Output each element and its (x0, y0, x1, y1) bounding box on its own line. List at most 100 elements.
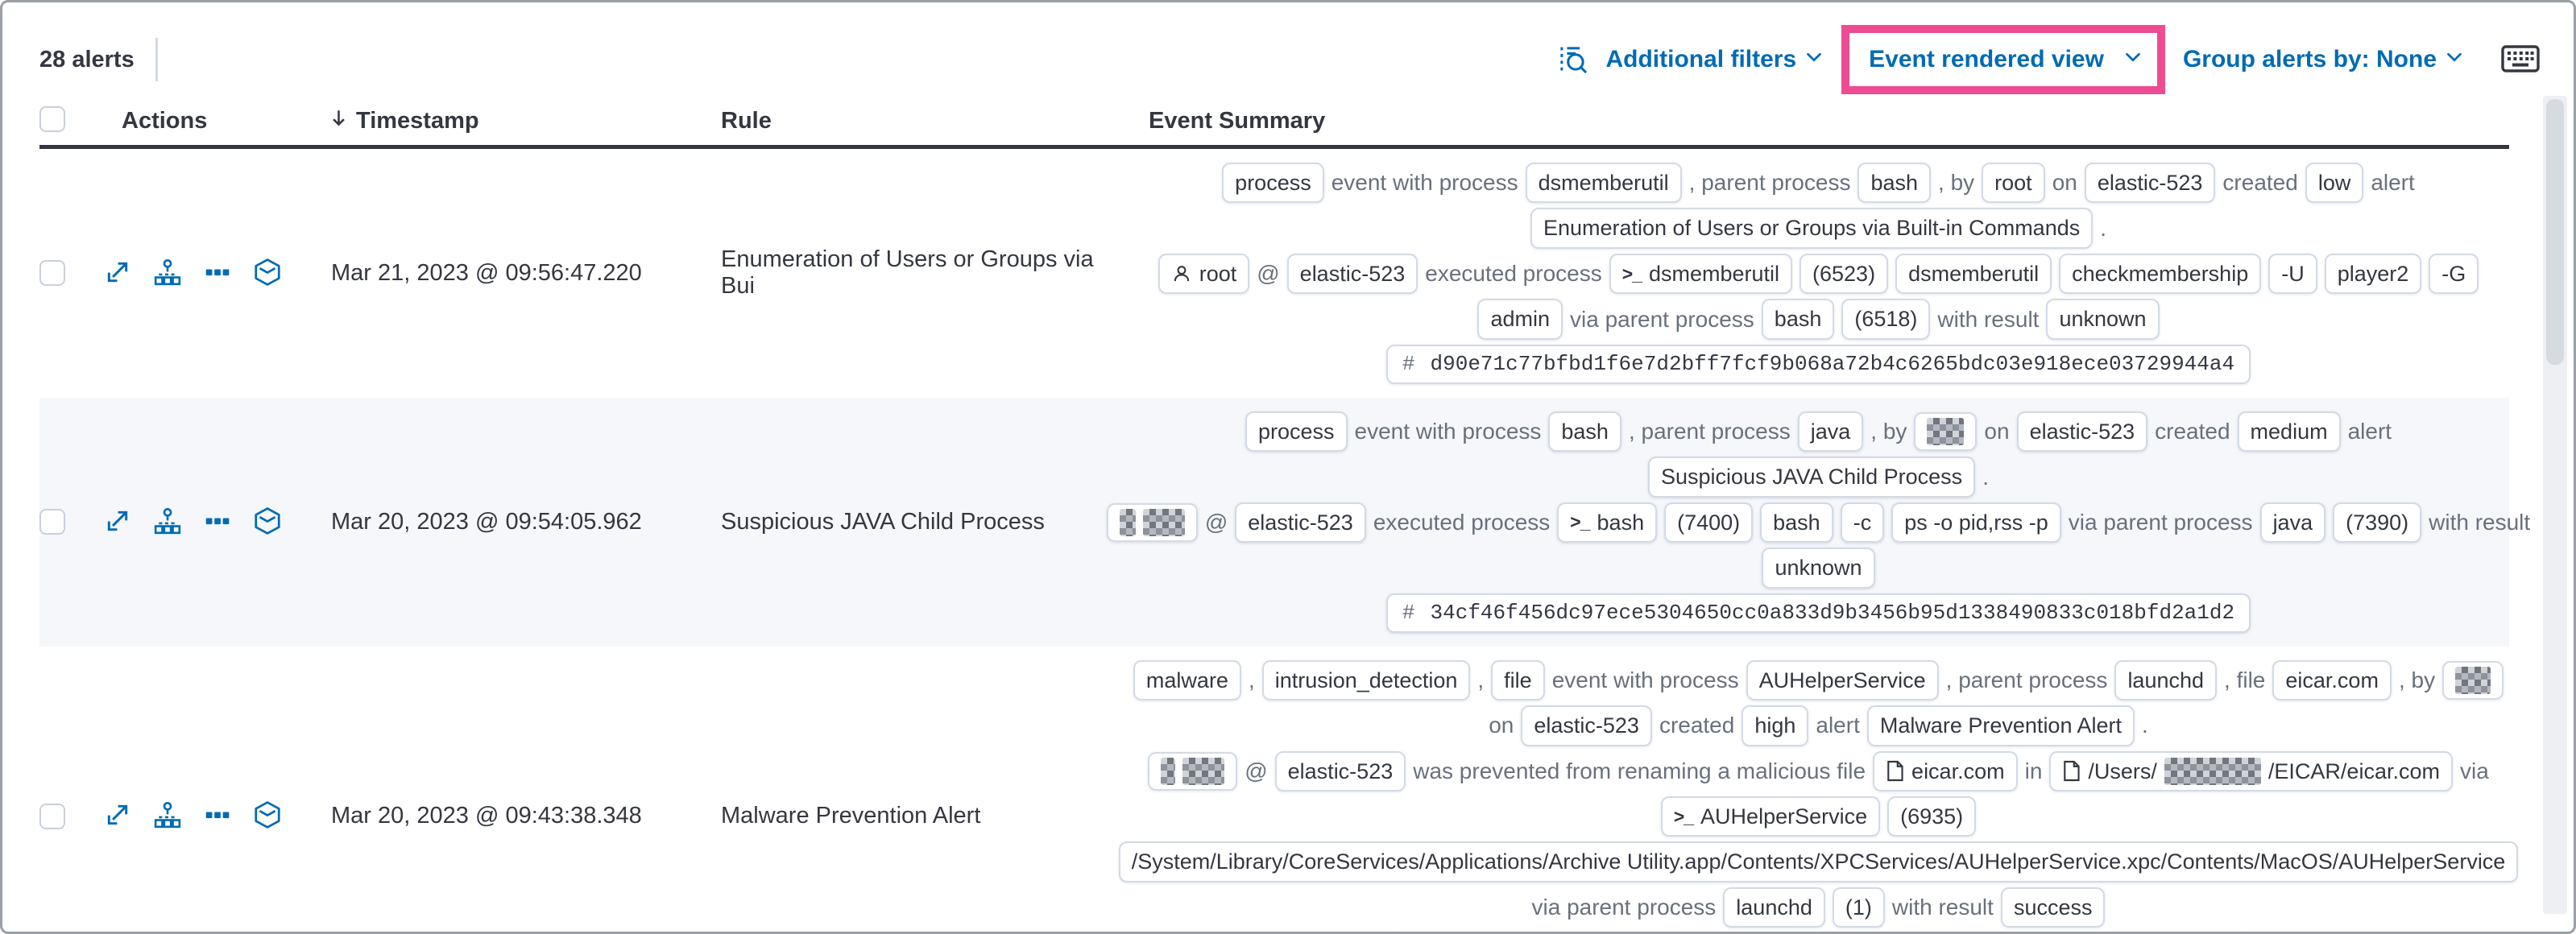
event-field-badge[interactable]: success (2000, 886, 2106, 928)
analyze-event-button[interactable] (152, 257, 183, 290)
expand-alert-button[interactable] (102, 506, 133, 539)
summary-text: , file (2224, 667, 2266, 692)
event-field-badge[interactable]: (1) (1832, 886, 1885, 928)
analyze-event-button[interactable] (152, 506, 183, 539)
vertical-scrollbar[interactable] (2543, 96, 2567, 914)
alert-rule[interactable]: Malware Prevention Alert (721, 803, 981, 829)
more-actions-button[interactable] (202, 506, 233, 539)
event-field-badge[interactable]: launchd (1723, 886, 1825, 928)
event-field-badge[interactable]: java (2259, 502, 2326, 543)
alert-rule[interactable]: Enumeration of Users or Groups via Bui (721, 246, 1094, 300)
event-field-badge[interactable]: process (1222, 163, 1324, 204)
event-field-badge[interactable]: bash (1760, 502, 1833, 543)
event-field-badge[interactable]: elastic-523 (1521, 705, 1652, 746)
redacted-value (2455, 666, 2491, 694)
inspect-button[interactable] (1555, 42, 1589, 78)
highlight-annotation: Event rendered view (1841, 25, 2165, 94)
event-field-badge[interactable]: (6518) (1841, 299, 1931, 340)
event-field-badge[interactable]: malware (1133, 659, 1241, 701)
event-hash-badge[interactable]: #d90e71c77bfbd1f6e7d2bff7fcf9b068a72b4c6… (1385, 344, 2251, 384)
event-field-badge[interactable]: elastic-523 (1286, 253, 1418, 295)
event-field-badge[interactable]: /Users//EICAR/eicar.com (2049, 750, 2453, 791)
session-view-button[interactable] (252, 257, 283, 290)
event-field-badge[interactable]: -c (1840, 502, 1885, 543)
column-header-timestamp[interactable]: Timestamp (309, 107, 689, 135)
event-field-badge[interactable]: admin (1477, 299, 1563, 340)
event-field-badge[interactable]: (7390) (2333, 502, 2422, 543)
event-field-badge[interactable]: elastic-523 (1274, 750, 1406, 791)
summary-text: event with process (1354, 419, 1542, 444)
alert-row: Mar 20, 2023 @ 09:43:38.348 Malware Prev… (39, 647, 2519, 932)
event-field-badge[interactable]: root (1982, 163, 2045, 204)
more-actions-button[interactable] (202, 257, 233, 290)
event-field-badge[interactable]: -G (2429, 253, 2479, 295)
event-field-badge[interactable]: Enumeration of Users or Groups via Built… (1530, 208, 2094, 249)
event-field-badge[interactable]: eicar.com (1873, 750, 2018, 791)
event-hash-badge[interactable]: #34cf46f456dc97ece5304650cc0a833d9b3456b… (1385, 593, 2251, 633)
event-field-badge[interactable]: checkmembership (2059, 253, 2262, 295)
event-field-badge[interactable]: intrusion_detection (1261, 659, 1471, 701)
expand-alert-icon (102, 257, 133, 290)
event-field-badge[interactable]: dsmemberutil (1525, 163, 1682, 204)
event-field-badge[interactable]: ps -o pid,rss -p (1891, 502, 2061, 543)
event-field-badge[interactable]: >_dsmemberutil (1609, 253, 1793, 295)
event-field-badge[interactable]: medium (2237, 411, 2341, 453)
event-field-badge[interactable]: bash (1548, 411, 1621, 453)
column-header-rule[interactable]: Rule (721, 108, 772, 134)
expand-alert-button[interactable] (102, 257, 133, 290)
row-checkbox[interactable] (39, 260, 65, 287)
alert-timestamp: Mar 20, 2023 @ 09:43:38.348 (331, 803, 642, 829)
event-field-badge[interactable]: /System/Library/CoreServices/Application… (1118, 841, 2519, 882)
more-actions-icon (202, 257, 233, 290)
event-field-badge[interactable]: unknown (2046, 299, 2160, 340)
additional-filters-button[interactable]: Additional filters (1605, 46, 1824, 73)
column-header-event-summary[interactable]: Event Summary (1149, 108, 1326, 134)
event-field-badge[interactable]: low (2305, 163, 2364, 204)
document-icon (1886, 760, 1904, 782)
more-actions-button[interactable] (202, 800, 233, 833)
scrollbar-thumb[interactable] (2546, 99, 2564, 365)
event-field-badge[interactable]: process (1245, 411, 1348, 453)
analyze-event-button[interactable] (152, 800, 183, 833)
event-field-badge[interactable]: unknown (1762, 548, 1875, 589)
event-field-badge[interactable]: player2 (2324, 253, 2422, 295)
view-selector-button[interactable]: Event rendered view (1869, 46, 2143, 73)
event-field-badge[interactable]: Suspicious JAVA Child Process (1648, 457, 1976, 498)
event-field-badge[interactable]: dsmemberutil (1895, 253, 2052, 295)
select-all-checkbox[interactable] (39, 106, 65, 132)
row-checkbox[interactable] (39, 803, 65, 829)
group-alerts-by-button[interactable]: Group alerts by: None (2183, 46, 2464, 73)
event-field-badge[interactable]: high (1741, 705, 1809, 746)
event-field-badge[interactable]: bash (1761, 299, 1835, 340)
event-field-badge[interactable]: Malware Prevention Alert (1866, 705, 2135, 746)
event-field-badge[interactable]: file (1491, 659, 1545, 701)
expand-alert-button[interactable] (102, 800, 133, 833)
keyboard-icon (2501, 43, 2540, 76)
event-field-badge[interactable]: >_AUHelperService (1660, 796, 1881, 837)
event-field-badge[interactable]: (6935) (1887, 796, 1977, 837)
summary-text: on (1984, 419, 2010, 444)
event-field-badge[interactable]: (6523) (1799, 253, 1889, 295)
event-field-badge[interactable]: elastic-523 (2016, 411, 2148, 453)
row-checkbox[interactable] (39, 509, 65, 535)
session-view-button[interactable] (252, 506, 283, 539)
alert-rule[interactable]: Suspicious JAVA Child Process (721, 508, 1045, 535)
event-field-badge[interactable]: -U (2268, 253, 2317, 295)
event-field-badge[interactable]: bash (1857, 163, 1932, 204)
event-field-badge[interactable]: launchd (2114, 659, 2218, 701)
event-field-badge[interactable]: eicar.com (2272, 659, 2392, 701)
event-field-badge[interactable]: java (1797, 411, 1864, 453)
event-field-badge[interactable] (1148, 751, 1238, 791)
event-field-badge[interactable]: AUHelperService (1746, 659, 1939, 701)
event-field-badge[interactable]: >_bash (1557, 502, 1658, 543)
event-field-badge[interactable] (1106, 502, 1198, 542)
keyboard-shortcuts-button[interactable] (2501, 43, 2540, 76)
event-field-badge[interactable]: (7400) (1664, 502, 1754, 543)
session-view-button[interactable] (252, 800, 283, 833)
event-field-badge[interactable]: root (1158, 253, 1250, 295)
event-field-badge[interactable]: elastic-523 (1235, 502, 1366, 543)
event-field-badge[interactable]: elastic-523 (2084, 163, 2216, 204)
event-field-badge[interactable] (1914, 412, 1978, 452)
event-field-badge[interactable] (2442, 660, 2504, 700)
